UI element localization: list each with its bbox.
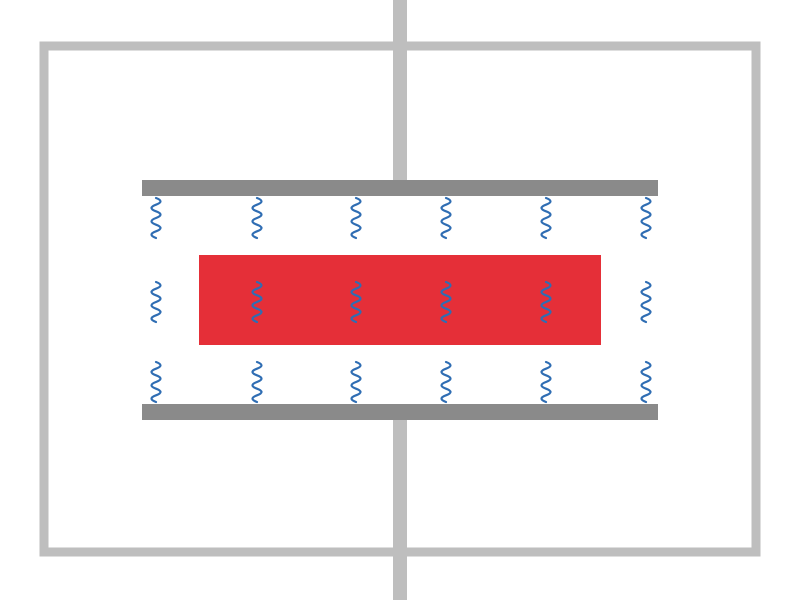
wavy-field-line-icon xyxy=(150,360,162,404)
dielectric-slab xyxy=(199,255,601,345)
wavy-field-line-icon xyxy=(251,280,263,324)
wavy-field-line-icon xyxy=(540,360,552,404)
circuit-wires xyxy=(39,0,761,600)
wavy-field-line-icon xyxy=(640,280,652,324)
bottom-plate xyxy=(142,404,658,420)
wavy-field-line-icon xyxy=(251,360,263,404)
wavy-field-line-icon xyxy=(640,196,652,240)
wavy-field-line-icon xyxy=(150,280,162,324)
wavy-field-line-icon xyxy=(640,360,652,404)
wavy-field-line-icon xyxy=(540,280,552,324)
wavy-field-line-icon xyxy=(150,196,162,240)
wavy-field-line-icon xyxy=(350,196,362,240)
field-lines xyxy=(150,196,652,404)
wavy-field-line-icon xyxy=(540,196,552,240)
wavy-field-line-icon xyxy=(251,196,263,240)
wavy-field-line-icon xyxy=(440,360,452,404)
wavy-field-line-icon xyxy=(440,280,452,324)
wavy-field-line-icon xyxy=(440,196,452,240)
wavy-field-line-icon xyxy=(350,280,362,324)
wavy-field-line-icon xyxy=(350,360,362,404)
top-plate xyxy=(142,180,658,196)
